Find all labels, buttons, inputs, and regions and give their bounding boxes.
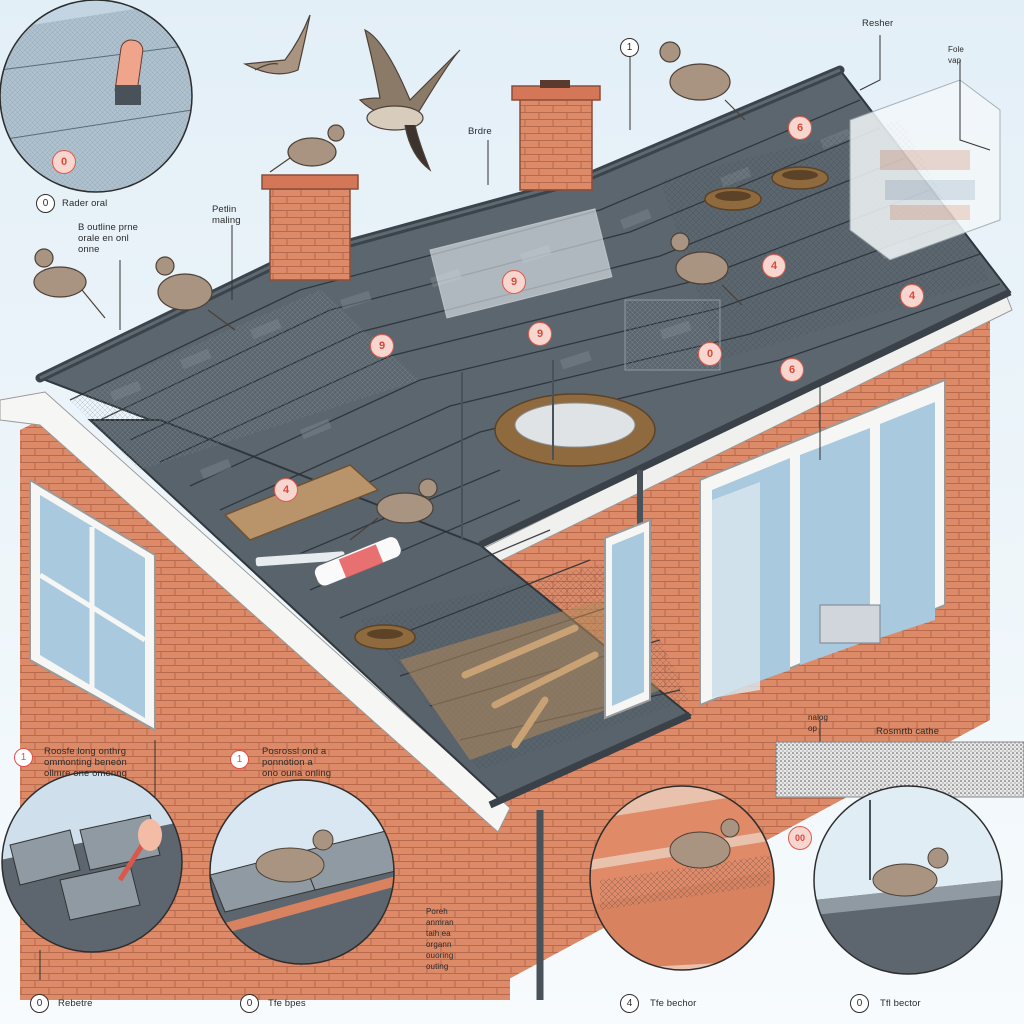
chimney-center bbox=[511, 80, 601, 191]
caption-2-number: 0 bbox=[240, 994, 259, 1013]
roof-badge-10: 4 bbox=[762, 254, 786, 278]
sticks bbox=[461, 624, 599, 749]
birds bbox=[33, 14, 746, 541]
clear-panel bbox=[429, 208, 613, 319]
brown-mat bbox=[400, 600, 660, 760]
caption-3-number: 4 bbox=[620, 994, 639, 1013]
roof-badge-9: 6 bbox=[788, 116, 812, 140]
bird-netting-left bbox=[70, 290, 420, 470]
inset-top-left bbox=[0, 0, 192, 192]
roof-badge-5: 0 bbox=[698, 342, 722, 366]
top-left-caption: Rader oral bbox=[62, 198, 108, 209]
bottom-note-1: Roosfe long onthrg ommonting beneon ollm… bbox=[44, 746, 128, 779]
right-panel-label: Rosmrtb cathe bbox=[876, 726, 940, 737]
gutter bbox=[478, 288, 1012, 549]
nest-inner bbox=[514, 402, 636, 448]
roof-badge-7: 6 bbox=[780, 358, 804, 382]
bottom-note-3: Poreh anmran taih ea organn ouoring outi… bbox=[426, 907, 454, 971]
caption-1: Rebetre bbox=[58, 998, 93, 1009]
right-window bbox=[699, 378, 946, 707]
inset-3 bbox=[590, 786, 774, 970]
note-far-right: Fole vap bbox=[948, 45, 964, 65]
caption-4: Tfl bector bbox=[880, 998, 921, 1009]
caption-2: Tfe bpes bbox=[268, 998, 306, 1009]
caption-4-number: 0 bbox=[850, 994, 869, 1013]
left-fascia bbox=[0, 391, 511, 833]
roof-badge-4: 9 bbox=[502, 270, 526, 294]
left-window bbox=[29, 478, 156, 732]
note-center: Brdre bbox=[468, 126, 492, 137]
lower-gutter bbox=[488, 711, 692, 809]
mesh-cage bbox=[849, 79, 1001, 261]
note-top-step-number: 1 bbox=[620, 38, 639, 57]
badge-right-lower: 00 bbox=[788, 826, 812, 850]
bottom-note-1-number: 1 bbox=[14, 748, 33, 767]
top-left-step-number: 0 bbox=[36, 194, 55, 213]
nest-interior bbox=[367, 170, 866, 639]
roof-badge-1: 0 bbox=[52, 150, 76, 174]
inset-2 bbox=[210, 780, 394, 964]
roof-badge-8: 4 bbox=[900, 284, 924, 308]
caption-3: Tfe bechor bbox=[650, 998, 697, 1009]
wood-plank bbox=[223, 464, 380, 541]
spike-poles bbox=[461, 360, 554, 540]
bottom-note-2: Posrossl ond a ponnotion a ono ouna onli… bbox=[262, 746, 332, 779]
roof-badge-2: 4 bbox=[274, 478, 298, 502]
note-top-right: Resher bbox=[862, 18, 894, 29]
bottom-note-2-number: 1 bbox=[230, 750, 249, 769]
right-panel-top-label: nalog op bbox=[808, 713, 829, 733]
note-center-left: Petlin maling bbox=[212, 204, 241, 226]
inset-4 bbox=[814, 786, 1002, 974]
small-window bbox=[604, 518, 651, 720]
inset-1 bbox=[2, 772, 182, 952]
caption-1-number: 0 bbox=[30, 994, 49, 1013]
window-planter bbox=[819, 604, 881, 644]
note-left: B outline prne orale en onl onne bbox=[78, 222, 139, 255]
chimney-left bbox=[261, 174, 359, 281]
roof-badge-3: 9 bbox=[370, 334, 394, 358]
roof-badge-6: 9 bbox=[528, 322, 552, 346]
